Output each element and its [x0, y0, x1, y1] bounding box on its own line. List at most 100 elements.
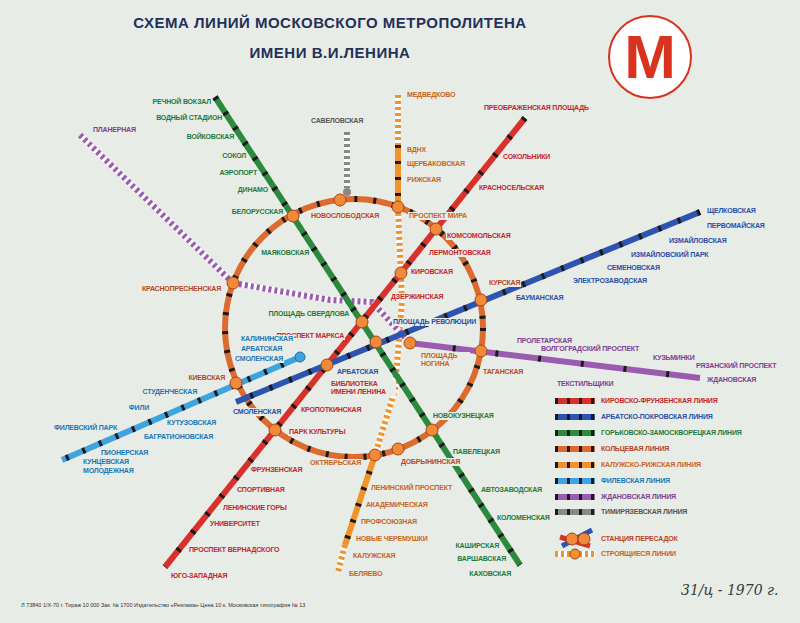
transfer-station [430, 223, 442, 235]
transfer-station [370, 336, 382, 348]
station-name: ДИНАМО [237, 186, 269, 194]
station-name: ЩЕЛКОВСКАЯ [706, 207, 757, 215]
station-name: КРОПОТКИНСКАЯ [300, 406, 362, 414]
transfer-station [321, 359, 333, 371]
station-name: ВОДНЫЙ СТАДИОН [155, 114, 223, 122]
station-name: СТУДЕНЧЕСКАЯ [142, 388, 198, 396]
station-ticks [236, 212, 700, 402]
station-name: КАШИРСКАЯ [454, 542, 500, 550]
transfer-station [395, 267, 407, 279]
station-name: МЕДВЕДКОВО [406, 91, 456, 99]
metro-logo: М [607, 14, 693, 100]
station-ticks [215, 97, 520, 565]
kaluzhsko-rizhskaya-line [395, 145, 401, 207]
transfer-station [426, 424, 438, 436]
legend-sample [570, 549, 580, 559]
legend-sample [562, 530, 592, 546]
handwritten-note: 31/ц - 1970 г. [680, 582, 780, 598]
kirovsko-frunzenskaya-line [165, 118, 525, 567]
transfer-station [356, 316, 368, 328]
station-name: БИБЛИОТЕКА ИМЕНИ ЛЕНИНА [330, 380, 396, 396]
legend-sample [555, 509, 595, 515]
legend-sample [555, 446, 595, 452]
station-name: ПАВЕЛЕЦКАЯ [452, 448, 501, 456]
station-name: КИЕВСКАЯ [187, 374, 226, 382]
station-name: ЭЛЕКТРОЗАВОДСКАЯ [572, 277, 648, 285]
legend-sample [555, 414, 595, 420]
legend-text: СТРОЯЩИЕСЯ ЛИНИИ [600, 550, 677, 558]
station-name: ФИЛИ [128, 404, 150, 412]
legend-ticks [555, 401, 595, 512]
station-name: ЖДАНОВСКАЯ [706, 376, 757, 384]
zhdanovskaya-line [410, 343, 700, 378]
station-name: ПЛАНЕРНАЯ [92, 126, 137, 134]
legend-text: АРБАТСКО-ПОКРОВСКАЯ ЛИНИЯ [600, 413, 714, 421]
terminus-dot [343, 188, 351, 196]
construction-line [338, 545, 345, 572]
station-name: ДОБРЫНИНСКАЯ [400, 458, 461, 466]
station-name: КИРОВСКАЯ [410, 268, 454, 276]
station-name: КОЛОМЕНСКАЯ [496, 514, 551, 522]
station-name: ВАРШАВСКАЯ [456, 555, 507, 563]
legend-sample [555, 494, 595, 500]
station-ticks [62, 357, 300, 460]
station-ticks [410, 343, 700, 378]
station-name: КУЗЬМИНКИ [652, 354, 695, 362]
transfer-station [369, 449, 381, 461]
transfer-station [392, 201, 404, 213]
map-title: СХЕМА ЛИНИЙ МОСКОВСКОГО МЕТРОПОЛИТЕНА ИМ… [115, 8, 545, 68]
station-name: АВТОЗАВОДСКАЯ [480, 486, 543, 494]
station-name: ПРОЛЕТАРСКАЯ [516, 337, 573, 345]
station-name: ПИОНЕРСКАЯ [100, 449, 149, 457]
transfer-station [287, 210, 299, 222]
transfer-station [295, 352, 305, 362]
station-name: КРАСНОПРЕСНЕНСКАЯ [141, 285, 222, 293]
construction-line [344, 132, 350, 188]
transfer-station [392, 443, 404, 455]
station-name: ПЕРВОМАЙСКАЯ [706, 222, 766, 230]
station-name: СЕМЕНОВСКАЯ [606, 264, 661, 272]
station-name: СОКОЛ [221, 152, 247, 160]
transfer-station [404, 337, 416, 349]
station-name: АРБАТСКАЯ [240, 345, 283, 353]
station-name: ТАГАНСКАЯ [482, 368, 524, 376]
station-name: КРАСНОСЕЛЬСКАЯ [478, 184, 545, 192]
legend-sample [555, 478, 595, 484]
station-name: СОКОЛЬНИКИ [502, 153, 551, 161]
station-name: ВОЛГОГРАДСКИЙ ПРОСПЕКТ [540, 345, 640, 353]
station-name: МОЛОДЕЖНАЯ [82, 467, 135, 475]
legend-text: ЖДАНОВСКАЯ ЛИНИЯ [600, 493, 677, 501]
station-name: ВДНХ [406, 146, 427, 154]
construction-line [395, 95, 401, 145]
construction-line [344, 132, 350, 188]
station-name: ЩЕРБАКОВСКАЯ [406, 160, 466, 168]
construction-line [338, 545, 345, 572]
station-name: ЛЕНИНСКИЙ ПРОСПЕКТ [370, 484, 453, 492]
logo-letter: М [607, 14, 693, 100]
station-name: СМОЛЕНСКАЯ [234, 355, 284, 363]
construction-line [80, 135, 410, 343]
legend-text: КАЛУЖСКО-РИЖСКАЯ ЛИНИЯ [600, 461, 702, 469]
station-name: БАУМАНСКАЯ [515, 294, 564, 302]
station-name: КАХОВСКАЯ [468, 570, 512, 578]
station-name: РИЖСКАЯ [406, 176, 442, 184]
station-name: СМОЛЕНСКАЯ [232, 408, 282, 416]
station-name: ЛЕРМОНТОВСКАЯ [428, 249, 492, 257]
station-name: БАГРАТИОНОВСКАЯ [143, 433, 214, 441]
station-ticks [395, 145, 401, 207]
station-name: КАЛИНИНСКАЯ [240, 335, 294, 343]
transfer-station [269, 424, 281, 436]
station-name: АКАДЕМИЧЕСКАЯ [365, 501, 429, 509]
station-name: РЯЗАНСКИЙ ПРОСПЕКТ [695, 362, 777, 370]
transfer-station [334, 194, 346, 206]
construction-line [80, 135, 410, 343]
imprint-text: Л 73840 1/Х-70 г. Тираж 10 000 Зак. № 17… [20, 602, 306, 609]
station-name: ИЗМАЙЛОВСКАЯ [668, 237, 728, 245]
legend-text: ФИЛЕВСКАЯ ЛИНИЯ [600, 477, 671, 485]
station-name: ПЛОЩАДЬ СВЕРДЛОВА [267, 310, 350, 318]
gorkovsko-zamoskvoretskaya-line [215, 97, 520, 565]
legend-sample [578, 533, 590, 545]
station-ticks [345, 455, 375, 545]
transfer-station [475, 345, 487, 357]
